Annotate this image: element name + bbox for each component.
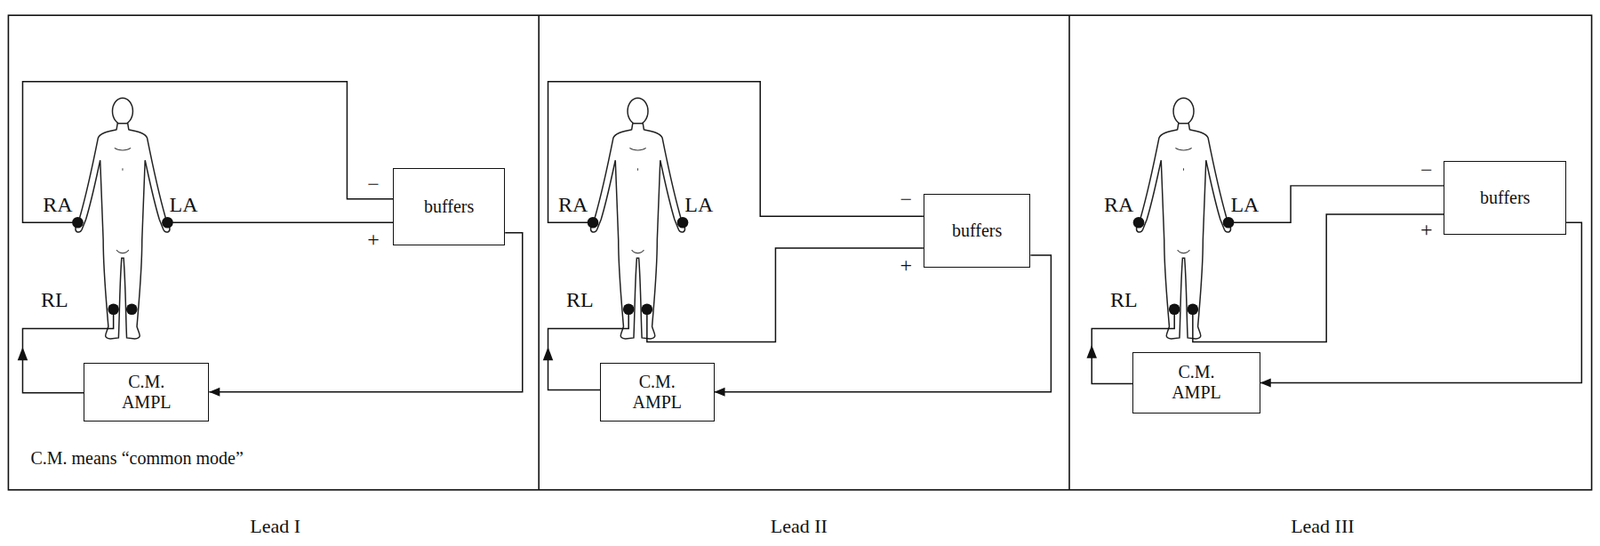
arrowhead: [1086, 344, 1096, 359]
lead-wires: [22, 81, 1444, 393]
input-sign: +: [1420, 218, 1433, 240]
electrode-label: RL: [40, 288, 69, 311]
electrode-dot: [623, 303, 635, 315]
panel-title: Lead II: [770, 516, 828, 536]
electrode-dot: [126, 303, 138, 315]
electrode-label: RA: [558, 193, 588, 216]
common-mode-amplifier: C.M. AMPL: [83, 362, 209, 423]
arrowhead: [1260, 377, 1272, 387]
electrode-dot: [1133, 216, 1145, 229]
electrode-label: LA: [169, 193, 199, 216]
input-sign: −: [900, 188, 913, 210]
drive-arrows: [17, 344, 1097, 360]
buffer-box: buffers: [923, 193, 1032, 268]
panel-divider: [537, 15, 540, 490]
electrode-dot: [1223, 216, 1235, 229]
electrode-label: RL: [566, 288, 594, 311]
electrodes: [72, 216, 1234, 315]
wire: [1192, 214, 1444, 342]
arrowhead: [208, 387, 220, 397]
wire: [22, 81, 393, 223]
box-text: C.M. AMPL: [114, 371, 179, 413]
input-sign: −: [1420, 159, 1433, 181]
buffer-box: buffers: [1443, 160, 1567, 235]
electrode-label: LA: [1230, 193, 1259, 216]
arrowhead: [543, 346, 553, 360]
box-text: buffers: [952, 220, 1002, 241]
electrode-dot: [107, 303, 120, 315]
feedback-connector: [714, 255, 1052, 397]
feedback-connector: [208, 232, 522, 397]
feedback-connector: [1260, 222, 1583, 387]
box-text: C.M. AMPL: [624, 371, 689, 413]
electrode-dot: [72, 216, 84, 229]
panel-frame: [8, 15, 1592, 490]
electrode-dot: [677, 216, 689, 229]
connector-line: [714, 255, 1052, 392]
body-figure: [1136, 97, 1232, 339]
wire: [647, 248, 924, 343]
connector-line: [208, 232, 522, 392]
body-figure: [75, 97, 170, 339]
wire: [167, 221, 393, 223]
panel-divider: [1068, 15, 1071, 490]
panel-title: Lead I: [249, 516, 301, 536]
wire: [548, 81, 924, 223]
common-mode-amplifier: C.M. AMPL: [600, 362, 715, 423]
box-text: buffers: [424, 196, 474, 217]
connector-line: [1260, 222, 1583, 383]
electrode-label: LA: [684, 193, 713, 216]
buffer-box: buffers: [392, 168, 505, 245]
electrode-label: RA: [1104, 193, 1134, 216]
arrowhead: [714, 387, 726, 397]
note: C.M. means “common mode”: [30, 448, 243, 467]
input-sign: −: [367, 173, 380, 195]
electrode-dot: [641, 303, 654, 315]
input-sign: +: [367, 228, 380, 250]
electrode-dot: [1187, 303, 1200, 315]
electrode-dot: [161, 216, 174, 229]
electrode-label: RL: [1110, 288, 1138, 311]
electrode-dot: [587, 216, 600, 229]
panel-title: Lead III: [1290, 516, 1354, 536]
body-figure: [591, 97, 686, 339]
box-text: C.M. AMPL: [1164, 361, 1229, 403]
electrode-label: RA: [42, 193, 72, 216]
arrowhead: [17, 346, 28, 360]
wire: [1228, 185, 1444, 223]
box-text: buffers: [1480, 187, 1530, 208]
electrode-dot: [1168, 303, 1181, 315]
input-sign: +: [900, 254, 913, 276]
common-mode-amplifier: C.M. AMPL: [1132, 352, 1260, 414]
